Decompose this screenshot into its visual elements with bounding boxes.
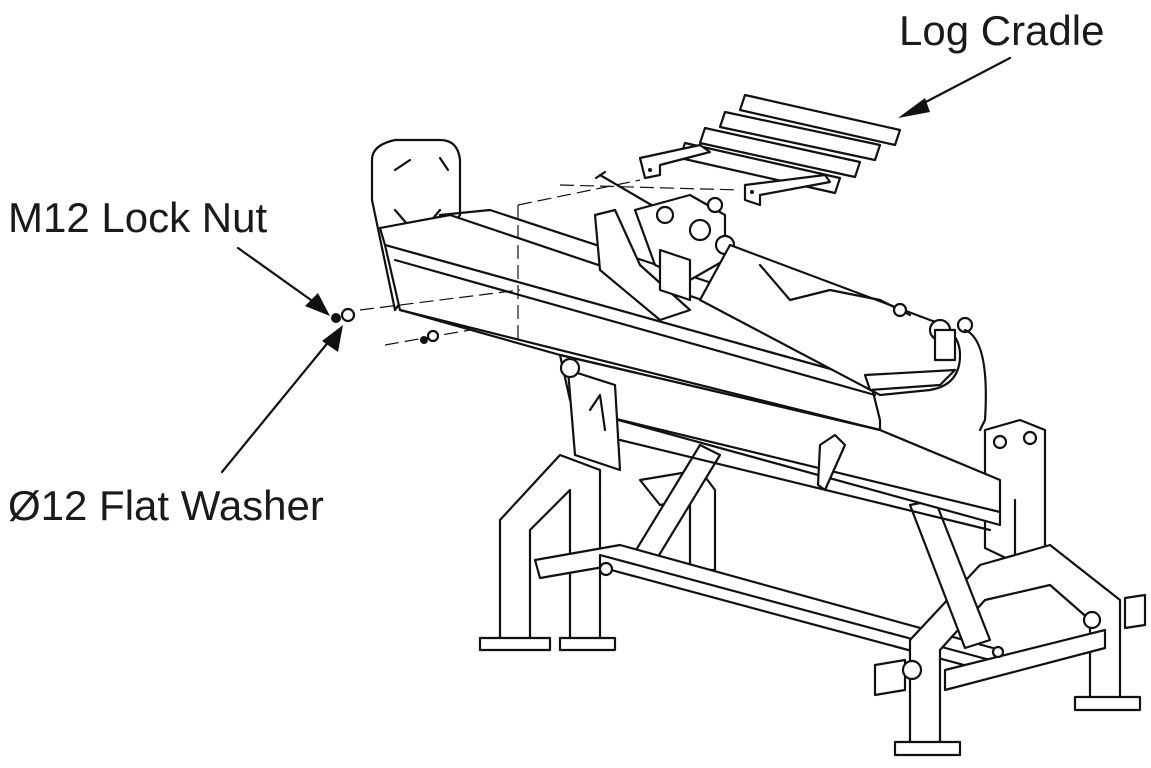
hydraulic-cylinder — [593, 170, 987, 432]
log-cradle-label: Log Cradle — [899, 7, 1105, 54]
flat-washer-label: Ø12 Flat Washer — [8, 482, 324, 529]
log-cradle-leader — [918, 56, 1012, 107]
log-cradle-arrowhead — [898, 98, 930, 118]
stand-frame — [478, 418, 1147, 757]
lock-nut-leader — [236, 246, 320, 307]
lock-nut-label: M12 Lock Nut — [8, 194, 268, 241]
log-cradle-part — [638, 93, 902, 207]
fastener-hardware — [331, 307, 440, 344]
lock-nut-arrowhead — [305, 293, 330, 316]
leader-arrows — [220, 56, 1012, 474]
flat-washer-leader — [220, 338, 332, 474]
flat-washer-arrowhead — [322, 325, 343, 352]
